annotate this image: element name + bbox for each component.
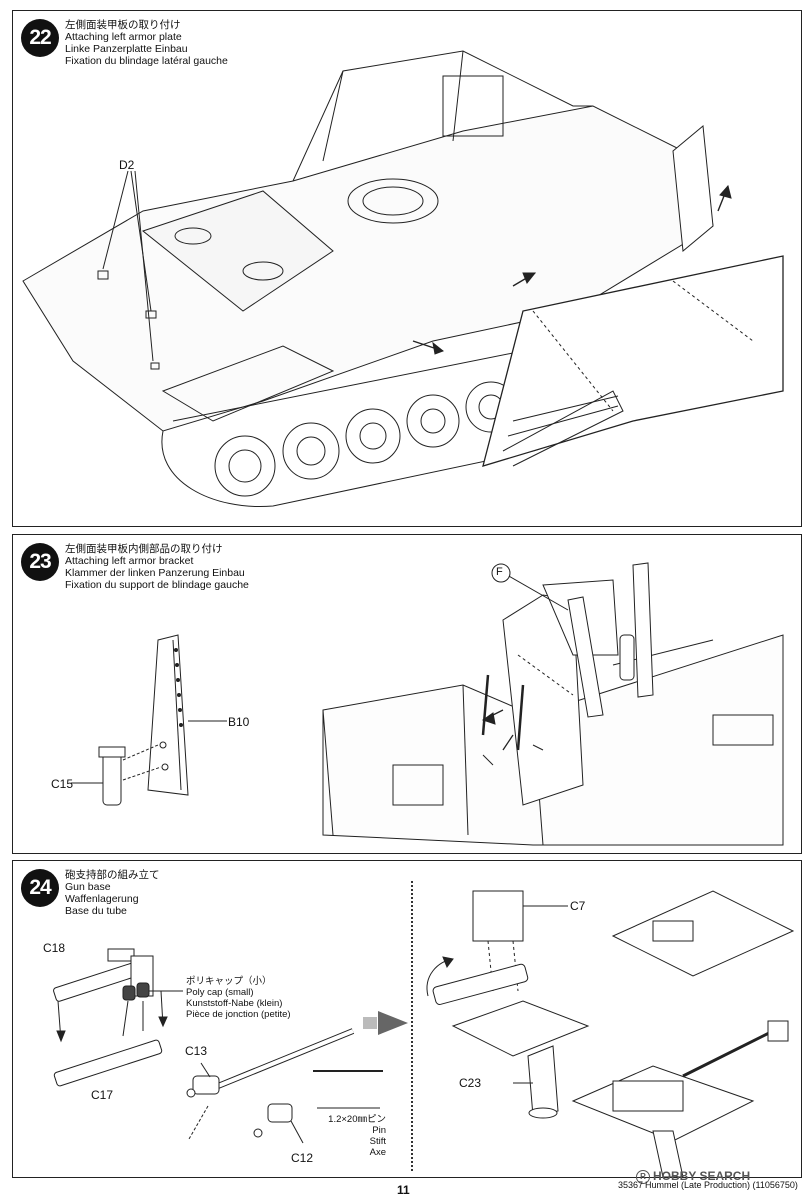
part-label-c13: C13 (185, 1044, 208, 1058)
polycap-fr: Pièce de jonction (petite) (186, 1009, 291, 1020)
step-23-title-jp: 左側面装甲板内側部品の取り付け (65, 543, 223, 555)
step-22-title-en: Attaching left armor plate (65, 31, 182, 43)
step-23-panel: 23 左側面装甲板内側部品の取り付け Attaching left armor … (12, 534, 802, 854)
pin-en: Pin (372, 1125, 386, 1136)
product-name: Hummel (Late Production) (11056750) (645, 1180, 798, 1190)
step-24-title-jp: 砲支持部の組み立て (65, 869, 160, 881)
part-label-c7: C7 (570, 899, 586, 913)
polycap-note: ポリキャップ（小） Poly cap (small) Kunststoff-Na… (186, 976, 291, 1020)
step-24-title-fr: Base du tube (65, 905, 127, 917)
pin-size: 1.2×20㎜ピン (328, 1114, 386, 1125)
step-22-title-de: Linke Panzerplatte Einbau (65, 43, 188, 55)
part-label-c18: C18 (43, 941, 66, 955)
pin-de: Stift (369, 1136, 386, 1147)
step-24-badge: 24 (21, 869, 59, 907)
part-label-c17: C17 (91, 1088, 114, 1102)
step-24-titles: 砲支持部の組み立て Gun base Waffenlagerung Base d… (65, 869, 160, 917)
step-22-badge: 22 (21, 19, 59, 57)
step-23-titles: 左側面装甲板内側部品の取り付け Attaching left armor bra… (65, 543, 249, 591)
step-24-title-en: Gun base (65, 881, 111, 893)
part-label-d2: D2 (119, 158, 135, 172)
step-24-divider (411, 881, 413, 1171)
step-22-title-fr: Fixation du blindage latéral gauche (65, 55, 228, 67)
step-24-panel: 24 砲支持部の組み立て Gun base Waffenlagerung Bas… (12, 860, 802, 1178)
step-23-badge: 23 (21, 543, 59, 581)
step-24-title-de: Waffenlagerung (65, 893, 139, 905)
polycap-de: Kunststoff-Nabe (klein) (186, 998, 283, 1009)
part-label-c23: C23 (459, 1076, 482, 1090)
step-23-title-de: Klammer der linken Panzerung Einbau (65, 567, 245, 579)
watermark-text: HOBBY SEARCH (653, 1169, 751, 1183)
page-number: 11 (397, 1183, 410, 1197)
step-23-illustration (71, 562, 784, 846)
part-label-c15: C15 (51, 777, 74, 791)
step-23-title-en: Attaching left armor bracket (65, 555, 194, 567)
part-label-c12: C12 (291, 1151, 314, 1165)
product-code: 35367 (618, 1180, 644, 1190)
step-22-panel: 22 左側面装甲板の取り付け Attaching left armor plat… (12, 10, 802, 527)
step-22-title-jp: 左側面装甲板の取り付け (65, 19, 181, 31)
step-23-title-fr: Fixation du support de blindage gauche (65, 579, 249, 591)
part-label-f: F (496, 566, 503, 578)
pin-fr: Axe (369, 1147, 386, 1158)
pin-note: 1.2×20㎜ピン Pin Stift Axe (318, 1114, 386, 1158)
step-24-illustration (53, 890, 795, 1177)
step-22-titles: 左側面装甲板の取り付け Attaching left armor plate L… (65, 19, 228, 67)
step-22-illustration (22, 50, 784, 508)
registered-icon: R (636, 1169, 650, 1184)
polycap-en: Poly cap (small) (186, 987, 254, 998)
polycap-jp: ポリキャップ（小） (186, 976, 272, 987)
part-label-b10: B10 (228, 715, 250, 729)
